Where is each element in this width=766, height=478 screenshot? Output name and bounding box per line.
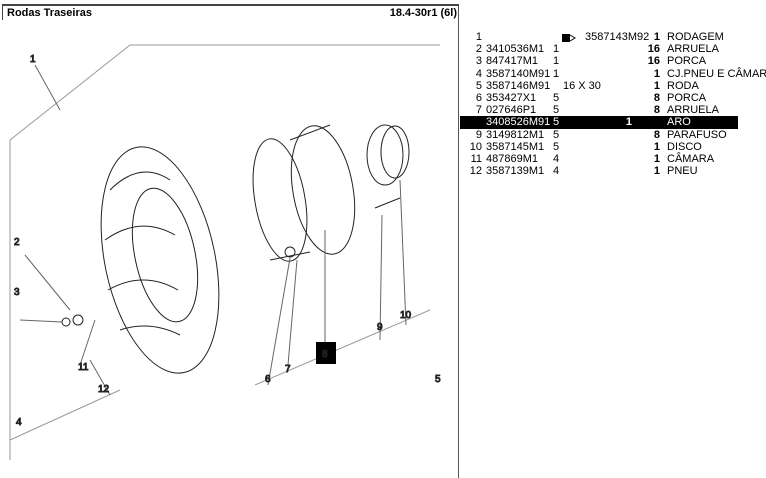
callout-7[interactable]: 7 [285, 364, 292, 376]
part-number: 3410536M1 [486, 43, 545, 56]
set-quantity: 1 [653, 165, 660, 178]
rim-drawing [252, 124, 356, 262]
callout-11[interactable]: 11 [78, 362, 90, 374]
description: PORCA [667, 55, 707, 68]
parts-row[interactable]: 12 3587139M1 4 1 PNEU [460, 165, 766, 177]
item-number: 1 [475, 31, 482, 43]
item-number: 2 [475, 43, 482, 56]
item-number: 11 [470, 152, 482, 165]
item-number: 4 [475, 67, 482, 80]
link-arrow-icon[interactable] [562, 33, 576, 42]
description: CJ.PNEU E CÂMARA [667, 67, 766, 80]
set-quantity: 1 [653, 152, 660, 165]
tire-drawing [100, 146, 220, 374]
frame-lines [9, 44, 440, 460]
part-number: 487869M1 [486, 152, 538, 165]
part-number: 353427X1 [486, 91, 537, 104]
part-number: 3587145M1 [486, 140, 545, 153]
description: RODAGEM [667, 31, 724, 43]
callout-8[interactable]: 8 [322, 349, 329, 361]
description: ARO [667, 116, 691, 129]
parts-row[interactable]: 3 847417M1 1 16 PORCA [460, 55, 766, 67]
parts-row[interactable]: 9 3149812M1 5 8 PARAFUSO [460, 129, 766, 141]
description: PARAFUSO [667, 128, 727, 141]
quantity: 1 [553, 67, 560, 80]
bolt-drawing [61, 197, 401, 327]
item-number: 12 [469, 165, 482, 178]
part-number: 3149812M1 [486, 128, 545, 141]
diagram-title: Rodas Traseiras [7, 7, 92, 19]
set-quantity: 16 [647, 43, 660, 56]
callout-2[interactable]: 2 [14, 237, 21, 249]
parts-row[interactable]: 7 027646P1 5 8 ARRUELA [460, 104, 766, 116]
quantity: 5 [553, 140, 560, 153]
parts-row[interactable]: 2 3410536M1 1 16 ARRUELA [460, 43, 766, 55]
part-number: 3587146M91 [486, 79, 551, 92]
description: PORCA [667, 91, 707, 104]
diagram-header: Rodas Traseiras 18.4-30r1 (6l) [2, 4, 459, 20]
part-number: 3587140M91 [486, 67, 551, 80]
part-number: 3408526M91 [486, 116, 551, 129]
set-quantity: 1 [653, 79, 660, 92]
parts-row[interactable]: 5 3587146M91 16 X 30 1 RODA [460, 80, 766, 92]
set-quantity: 16 [647, 55, 660, 68]
quantity: 1 [553, 43, 560, 56]
set-quantity: 1 [653, 140, 660, 153]
reference-part: 3587143M92 [585, 31, 650, 43]
description: ARRUELA [667, 104, 719, 117]
quantity: 4 [553, 152, 560, 165]
exploded-diagram: 1 2 3 4 5 6 7 8 9 10 11 12 [9, 44, 442, 460]
set-quantity: 1 [625, 116, 632, 129]
item-number: 7 [475, 104, 482, 117]
callout-5[interactable]: 5 [435, 374, 442, 386]
part-number: 847417M1 [486, 55, 538, 68]
divider [458, 6, 459, 478]
callout-12[interactable]: 12 [98, 384, 111, 396]
description: CÂMARA [667, 152, 715, 165]
quantity: 5 [553, 104, 560, 117]
description: RODA [667, 79, 699, 92]
callout-10[interactable]: 10 [400, 310, 413, 322]
callout-8-highlight [316, 342, 336, 364]
parts-row[interactable]: 6 353427X1 5 8 PORCA [460, 92, 766, 104]
model-label: 18.4-30r1 (6l) [389, 7, 457, 19]
item-number: 10 [469, 140, 482, 153]
hub-drawing [366, 124, 410, 186]
item-number: 8 [447, 116, 454, 129]
set-quantity: 8 [653, 128, 660, 141]
part-number: 027646P1 [486, 104, 537, 117]
quantity: 4 [553, 165, 560, 178]
set-quantity: 8 [653, 91, 660, 104]
item-number: 9 [475, 128, 482, 141]
description: ARRUELA [667, 43, 719, 56]
description: DISCO [667, 140, 702, 153]
part-number: 3587139M1 [486, 165, 545, 178]
callout-4[interactable]: 4 [16, 417, 23, 429]
item-number: 5 [475, 79, 482, 92]
set-quantity: 1 [653, 31, 660, 43]
callout-6[interactable]: 6 [265, 374, 272, 386]
item-number: 3 [475, 55, 482, 68]
set-quantity: 8 [653, 104, 660, 117]
parts-row[interactable]: 11 487869M1 4 1 CÂMARA [460, 153, 766, 165]
parts-row[interactable]: 10 3587145M1 5 1 DISCO [460, 141, 766, 153]
callout-9[interactable]: 9 [377, 322, 384, 334]
quantity: 1 [553, 55, 560, 68]
leader-lines [19, 64, 407, 396]
set-quantity: 1 [653, 67, 660, 80]
description: PNEU [667, 165, 698, 178]
callout-1[interactable]: 1 [30, 54, 37, 66]
quantity: 5 [553, 116, 560, 129]
item-number: 6 [475, 91, 482, 104]
callout-3[interactable]: 3 [14, 287, 21, 299]
note: 16 X 30 [563, 79, 601, 92]
quantity: 5 [553, 91, 560, 104]
quantity: 5 [553, 128, 560, 141]
